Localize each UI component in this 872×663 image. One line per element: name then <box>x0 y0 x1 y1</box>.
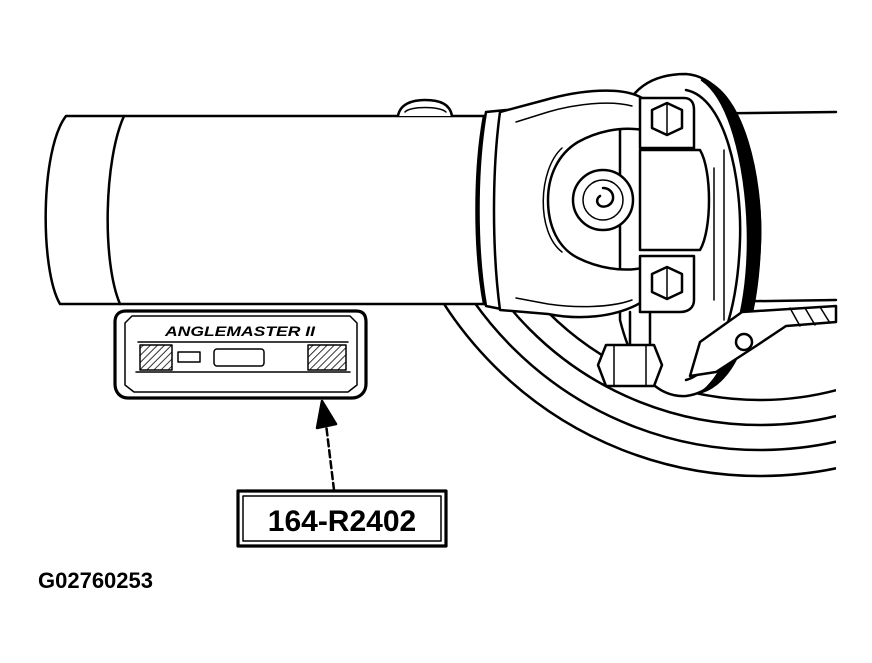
grease-fitting <box>595 186 615 208</box>
balance-weight-edge <box>404 106 447 113</box>
leader-line <box>324 422 336 492</box>
tool-body <box>113 309 368 400</box>
callout-frame-inner <box>242 495 442 542</box>
lower-hardware <box>596 304 838 388</box>
cross-center-ring <box>582 179 624 221</box>
drum-arc <box>442 303 836 478</box>
tool-face <box>124 315 358 393</box>
callout-frame-outer <box>236 489 448 548</box>
yoke-contour <box>515 297 633 308</box>
driveshaft-tube <box>44 98 508 312</box>
drum-arc <box>504 303 836 427</box>
u-joint-cross <box>571 168 635 232</box>
tool-grip-right <box>307 344 347 371</box>
leader-arrow <box>315 399 338 492</box>
bracket <box>688 304 838 378</box>
flange-yoke-web <box>638 148 711 252</box>
figure-id: G02760253 <box>38 568 153 593</box>
bracket-detail <box>789 306 831 327</box>
shaft-ring <box>106 114 126 306</box>
tool-grip-left <box>139 344 173 371</box>
tool-label: ANGLEMASTER II <box>164 323 317 339</box>
hex-nut-face <box>613 344 647 387</box>
shaft-body <box>44 114 492 306</box>
cross-center <box>571 168 635 232</box>
stud <box>628 310 652 347</box>
yoke-contour <box>515 102 633 123</box>
bracket-bolt <box>734 332 754 352</box>
drum-arcs <box>442 303 836 478</box>
drum-arc <box>537 303 836 402</box>
tool-indicator <box>177 351 201 363</box>
callout-label: 164-R2402 <box>268 505 416 538</box>
weld-ring-inner <box>475 114 486 306</box>
anglemaster-tool: ANGLEMASTER II <box>113 309 368 400</box>
yoke-contour <box>542 147 563 253</box>
hex-nut <box>596 343 664 388</box>
drum-arc <box>473 303 836 452</box>
tool-display <box>213 348 265 367</box>
tool-callout: 164-R2402 <box>236 489 448 548</box>
bearing-cap-bottom <box>638 254 696 314</box>
arrowhead <box>315 399 338 430</box>
bearing-cap-top <box>638 96 696 150</box>
